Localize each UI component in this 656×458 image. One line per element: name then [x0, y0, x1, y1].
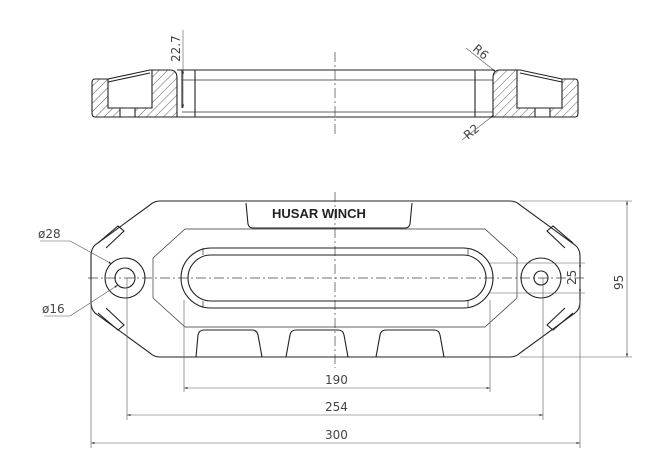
left-outer-hatch	[91, 78, 121, 118]
dim-25: 25	[565, 270, 579, 285]
inner-bevel	[152, 228, 518, 328]
right-outer-hatch	[549, 78, 579, 118]
slot-outer	[180, 247, 494, 309]
dim-22-7: 22.7	[169, 35, 183, 62]
dim-r2: R2	[461, 121, 482, 142]
left-bottom	[120, 107, 135, 118]
ext-95	[520, 200, 632, 358]
ext-25	[490, 262, 585, 294]
left-taper	[107, 69, 152, 83]
brand-recess	[245, 202, 413, 229]
right-hole-boss	[520, 257, 562, 299]
left-hole	[114, 267, 136, 289]
leader-ø16	[69, 284, 119, 317]
ext-254	[126, 278, 544, 420]
bottom-pockets	[195, 329, 445, 358]
ext-190	[183, 300, 491, 392]
dim-ø28: ø28	[38, 227, 61, 241]
dim-254: 254	[325, 400, 348, 414]
dim-ø16: ø16	[42, 302, 65, 316]
corner-pockets	[97, 225, 574, 331]
right-taper	[517, 69, 563, 118]
slot-ticks	[202, 248, 469, 308]
section-view: 22.7 R6 R2	[91, 30, 579, 142]
leader-r6	[465, 47, 497, 73]
leader-r2	[461, 114, 495, 141]
dim-300: 300	[325, 428, 348, 442]
left-hole-boss	[104, 257, 146, 299]
brand-text: HUSAR WINCH	[272, 206, 366, 221]
body-outline	[90, 200, 581, 358]
plan-view: HUSAR WINCH ø28 ø16 95 25 190 254 300	[38, 192, 632, 448]
dim-r6: R6	[470, 42, 491, 63]
left-inner-hatch	[134, 69, 178, 118]
dim-190: 190	[325, 373, 348, 387]
right-hole	[533, 270, 549, 286]
dim-95: 95	[612, 275, 626, 290]
inner-bevel-sides	[152, 258, 518, 298]
slot-inner	[187, 254, 487, 302]
ext-300	[90, 280, 581, 448]
center-lines	[182, 79, 493, 113]
right-inner-hatch	[492, 69, 536, 118]
leader-ø28	[69, 240, 113, 265]
